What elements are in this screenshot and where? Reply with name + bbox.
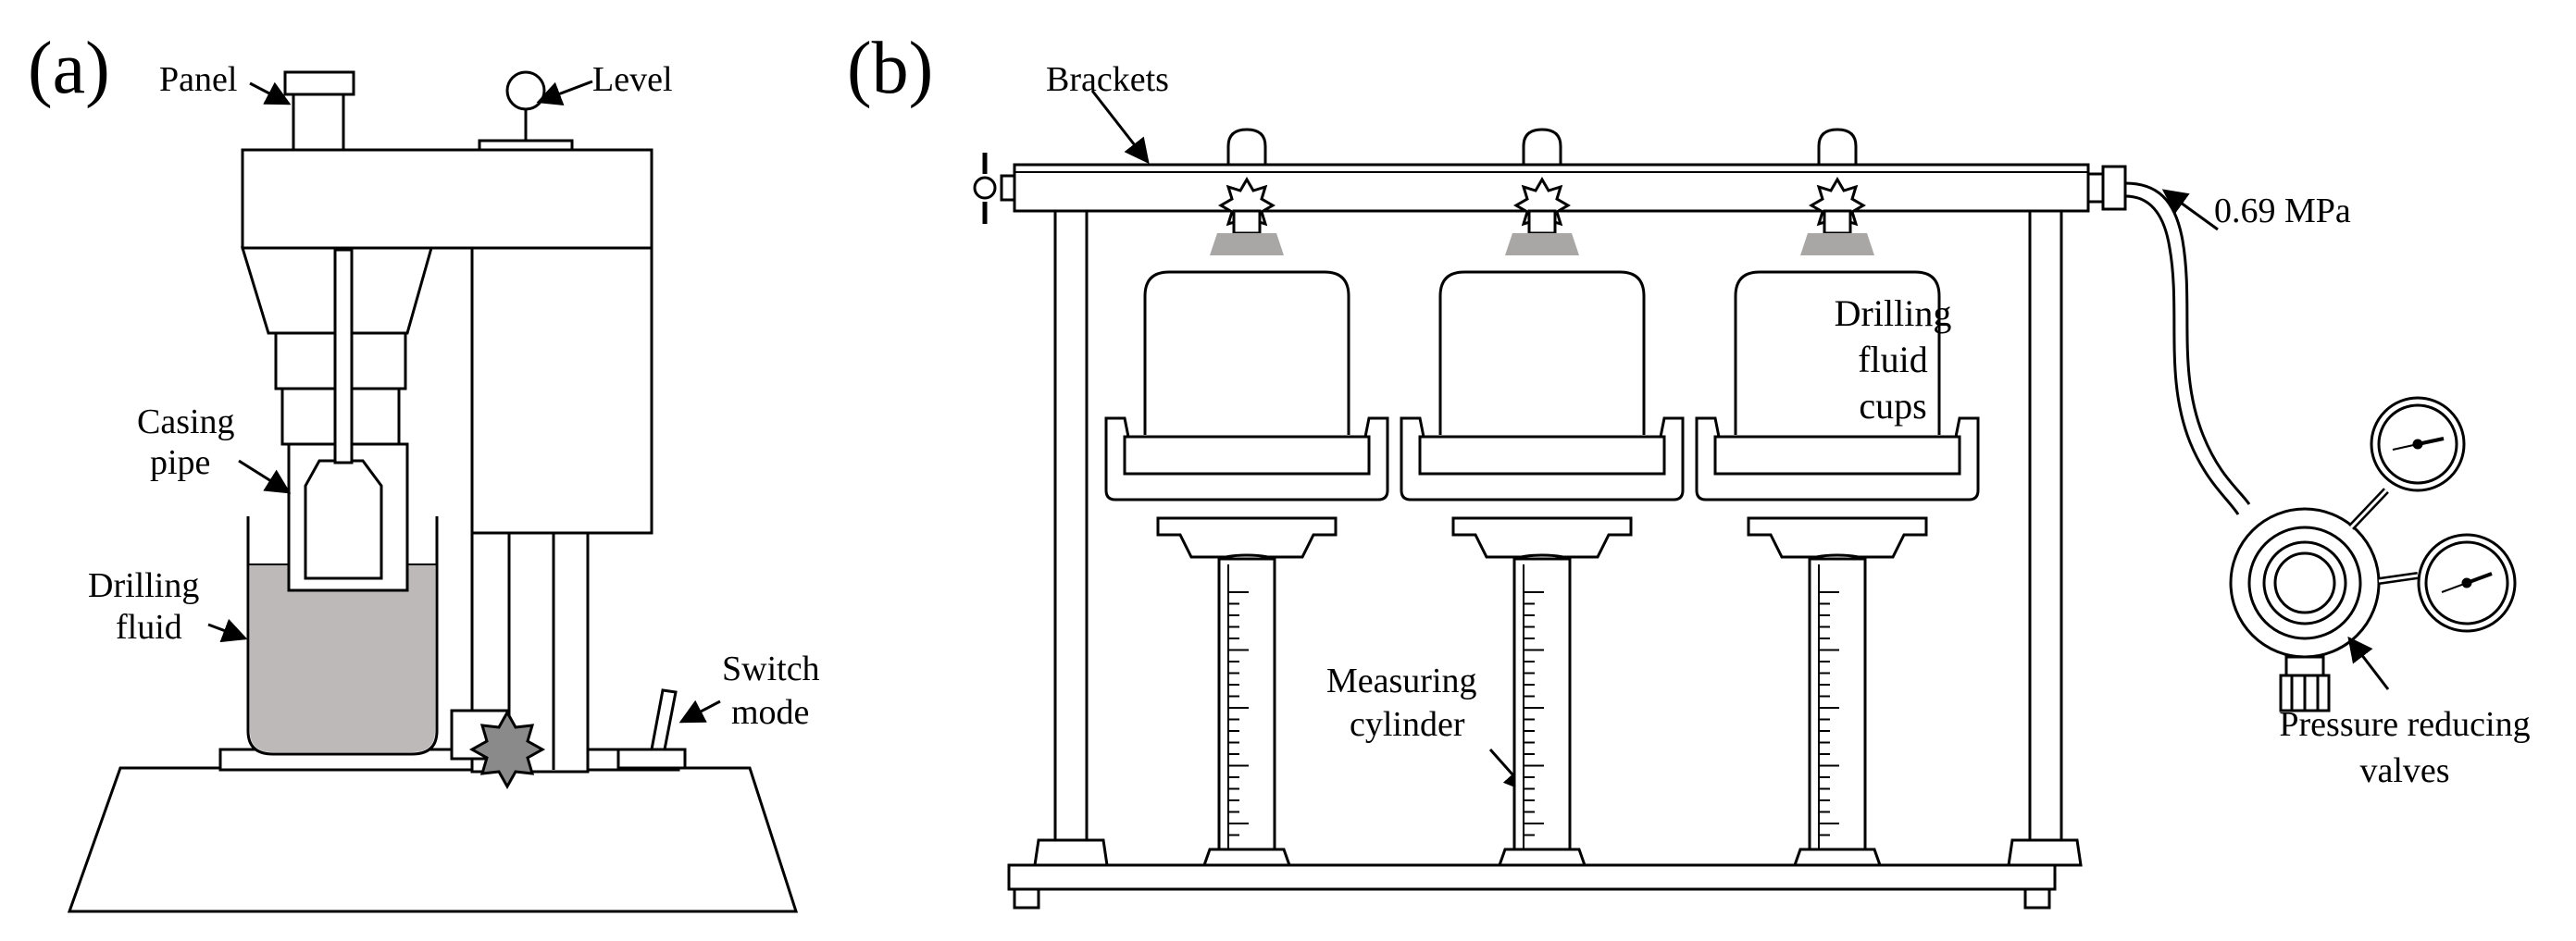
leg-right [2028,209,2063,842]
label-drilling: Drilling [88,566,199,605]
label-switch: Switch [722,650,820,688]
filter-unit-1 [1104,128,1389,867]
panel-cap [283,70,355,96]
label-fluid: fluid [116,608,182,647]
gas-hose [2124,181,2251,505]
label-mode: mode [731,693,809,732]
label-valves-2: valves [2359,751,2449,790]
stand-base [1007,863,2057,891]
gear-icon [468,709,546,790]
mixer-head [241,148,653,250]
label-casing: Casing [137,402,235,441]
shaft [333,248,354,464]
label-valves-1: Pressure reducing [2279,705,2530,744]
label-cups-3: cups [1859,385,1926,427]
label-cylinder: cylinder [1350,705,1465,744]
label-pipe: pipe [150,443,210,482]
panel-b-labels: Brackets 0.69 MPa Drilling fluid cups Me… [1046,60,2531,790]
level-bubble [505,70,546,111]
label-level: Level [592,60,673,99]
label-pressure: 0.69 MPa [2214,192,2351,230]
panel-a-labels: Panel Level Casing pipe Drilling fluid S… [88,60,820,732]
drilling-fluid-liquid [250,564,435,752]
label-measuring: Measuring [1326,662,1477,700]
switch-base [616,748,687,770]
filter-unit-2 [1400,128,1685,867]
filter-unit-3 [1695,128,1980,867]
label-cups-2: fluid [1858,339,1928,380]
label-brackets: Brackets [1046,60,1169,99]
switch-lever [650,688,678,751]
rotor [304,459,383,580]
panel-knob [292,91,345,152]
panel-b-tag: (b) [847,28,933,109]
motor-housing [470,246,653,535]
panel-a: (a) [28,28,799,913]
panel-b: (b) [847,28,2517,910]
panel-a-tag: (a) [28,28,110,109]
level-base [478,139,574,152]
label-panel: Panel [159,60,237,99]
leg-left [1053,209,1089,842]
base-plate [67,766,799,913]
label-cups-1: Drilling [1835,292,1952,334]
